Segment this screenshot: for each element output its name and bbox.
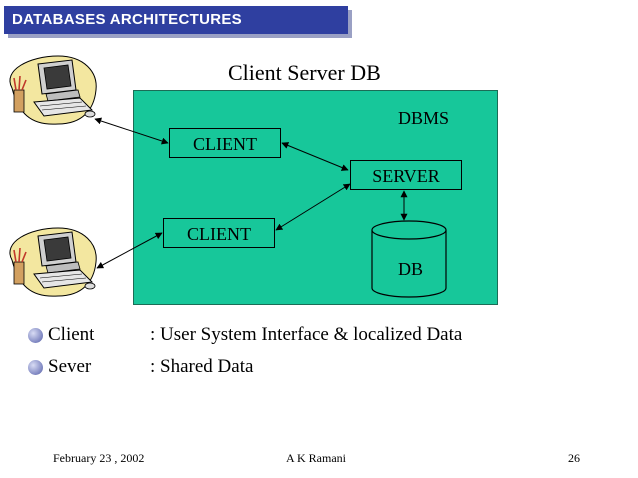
footer-author: A K Ramani (286, 451, 346, 465)
client-box-top: CLIENT (169, 128, 281, 158)
dbms-label: DBMS (398, 108, 450, 128)
db-cylinder (371, 220, 447, 298)
client-box-bottom: CLIENT (163, 218, 275, 248)
bullet-icon (28, 360, 43, 375)
server-box: SERVER (350, 160, 462, 190)
bullet-icon (28, 328, 43, 343)
bullet-description: : Shared Data (150, 356, 254, 377)
computer-icon-bottom (9, 227, 97, 297)
arrow-client-bottom-to-server (275, 183, 351, 231)
computer-icon-top (9, 55, 97, 125)
header-bar: DATABASES ARCHITECTURES (4, 6, 348, 34)
diagram-title: Client Server DB (228, 60, 381, 85)
bullet-description: : User System Interface & localized Data (150, 324, 463, 345)
header-title: DATABASES ARCHITECTURES (12, 11, 242, 28)
arrow-client-top-to-server (281, 142, 349, 171)
bullet-term: Client (48, 324, 95, 345)
arrow-pc-top-to-client (94, 117, 169, 145)
arrow-pc-bottom-to-client (96, 232, 163, 269)
footer-date: February 23 , 2002 (53, 451, 145, 465)
db-label: DB (398, 259, 424, 279)
footer-page-number: 26 (568, 451, 580, 465)
bullet-term: Sever (48, 356, 92, 377)
